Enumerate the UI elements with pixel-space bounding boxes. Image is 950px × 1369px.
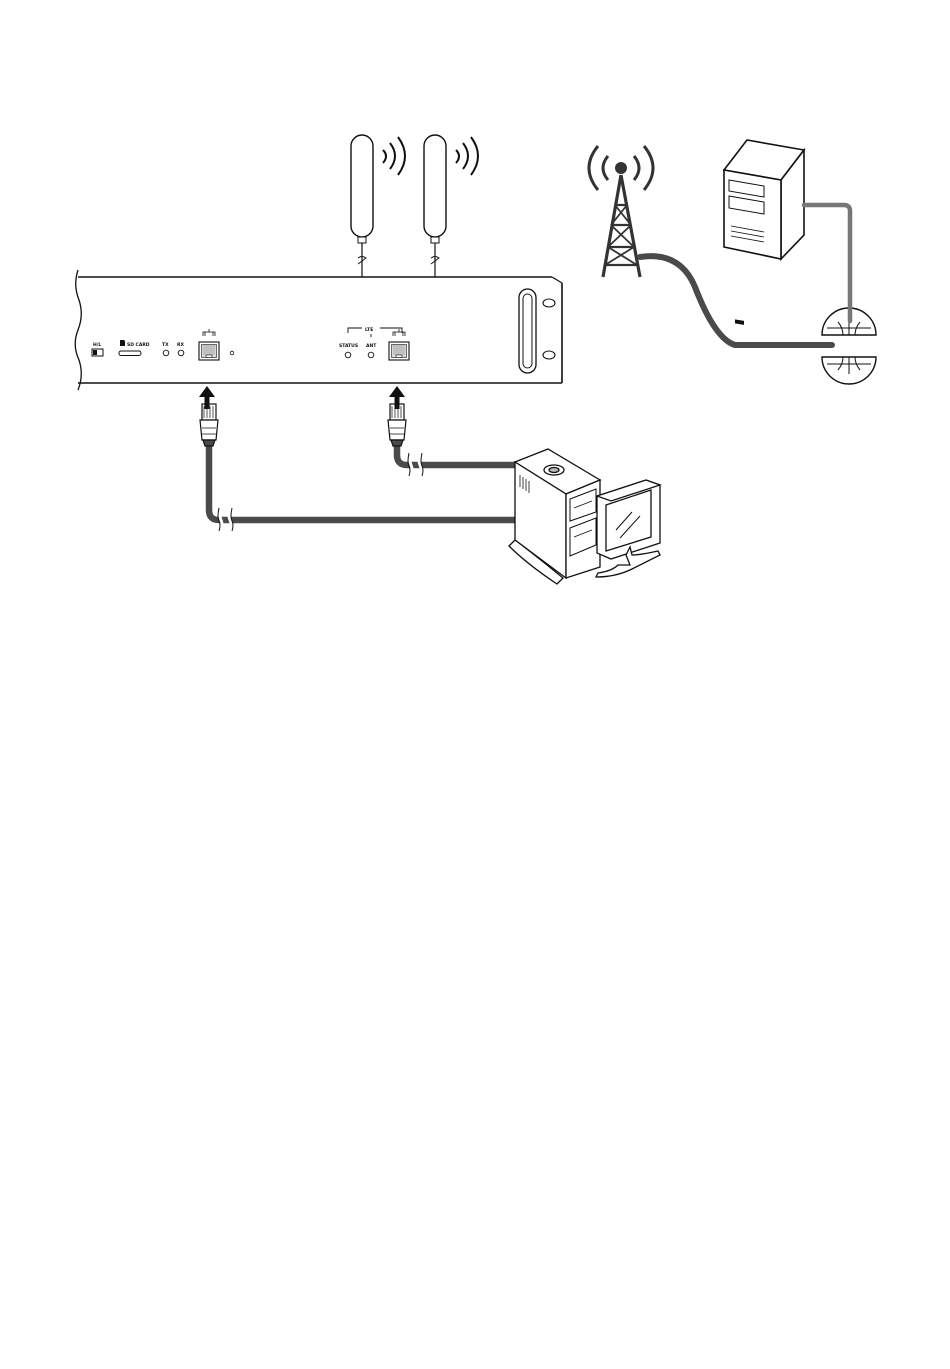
ethernet-icon bbox=[203, 329, 215, 336]
antenna-icon bbox=[351, 135, 478, 277]
sd-card-slot[interactable] bbox=[119, 351, 141, 356]
lte-bracket bbox=[348, 328, 402, 337]
lte-label: LTE bbox=[365, 327, 373, 333]
lan-cable-1 bbox=[209, 446, 515, 520]
ethernet-port-1[interactable] bbox=[199, 342, 219, 360]
server-icon bbox=[724, 140, 804, 325]
ant-led bbox=[368, 352, 374, 358]
server-cable bbox=[804, 205, 850, 321]
tx-led bbox=[163, 350, 169, 356]
reset-pinhole[interactable] bbox=[230, 351, 234, 355]
rx-label: RX bbox=[177, 342, 184, 348]
status-label: STATUS bbox=[339, 343, 358, 349]
lte-device bbox=[75, 270, 562, 390]
rx-led bbox=[178, 350, 184, 356]
tower-cable bbox=[640, 256, 832, 345]
workstation-icon bbox=[509, 449, 660, 584]
front-handle bbox=[519, 289, 555, 373]
ethernet-port-2[interactable] bbox=[389, 342, 409, 360]
sd-card-icon bbox=[120, 340, 125, 346]
ant-label: ANT bbox=[366, 343, 377, 349]
switch-label: H/L bbox=[93, 342, 101, 348]
hl-switch[interactable] bbox=[92, 349, 103, 356]
sd-card-label: SD CARD bbox=[127, 342, 150, 348]
rj45-plug-1 bbox=[200, 404, 218, 446]
rj45-plug-2 bbox=[388, 404, 406, 446]
tx-label: TX bbox=[162, 342, 169, 348]
status-led bbox=[345, 352, 351, 358]
lan-cable-2 bbox=[397, 446, 518, 465]
ethernet-icon bbox=[393, 329, 405, 336]
